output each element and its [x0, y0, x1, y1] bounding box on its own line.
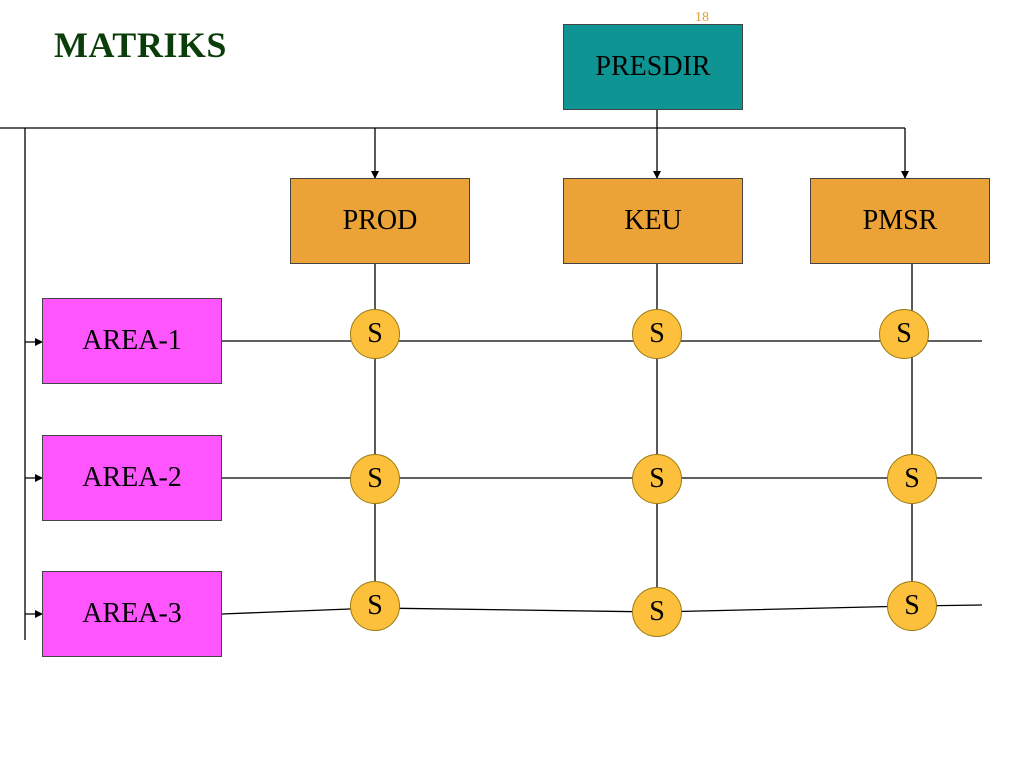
area-label: AREA-3 — [82, 598, 182, 629]
area-box-2: AREA-2 — [42, 435, 222, 521]
node-area2-prod: S — [350, 454, 400, 504]
department-label: KEU — [624, 205, 682, 236]
department-box-prod: PROD — [290, 178, 470, 264]
presdir-box: PRESDIR — [563, 24, 743, 110]
slide-title: MATRIKS — [54, 25, 227, 65]
node-area1-pmsr: S — [879, 309, 929, 359]
node-area3-pmsr: S — [887, 581, 937, 631]
node-area1-prod: S — [350, 309, 400, 359]
presdir-label: PRESDIR — [595, 51, 711, 82]
area-box-1: AREA-1 — [42, 298, 222, 384]
node-area3-prod: S — [350, 581, 400, 631]
department-label: PROD — [342, 205, 418, 236]
department-box-keu: KEU — [563, 178, 743, 264]
node-area2-keu: S — [632, 454, 682, 504]
row-area-3 — [221, 604, 983, 615]
department-box-pmsr: PMSR — [810, 178, 990, 264]
node-area1-keu: S — [632, 309, 682, 359]
node-area2-pmsr: S — [887, 454, 937, 504]
department-label: PMSR — [862, 205, 938, 236]
slide-number: 18 — [695, 10, 709, 21]
area-label: AREA-1 — [82, 325, 182, 356]
area-box-3: AREA-3 — [42, 571, 222, 657]
node-area3-keu: S — [632, 587, 682, 637]
area-label: AREA-2 — [82, 462, 182, 493]
